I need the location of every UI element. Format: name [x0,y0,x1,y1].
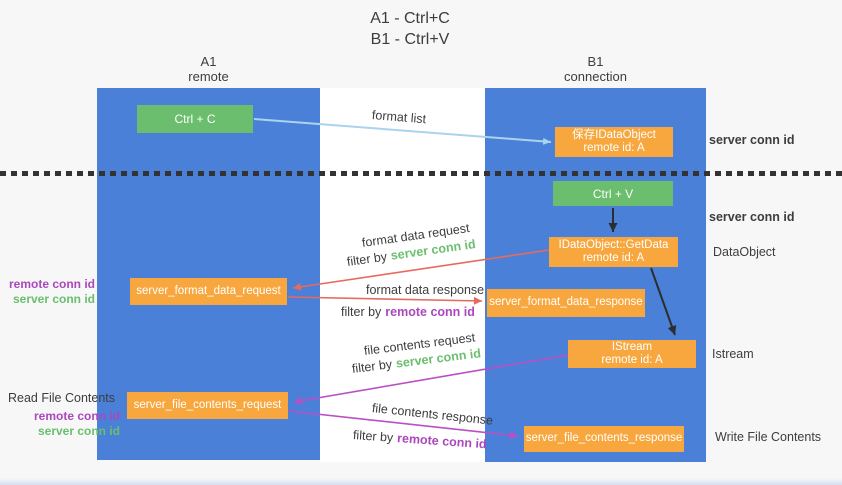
lane-a1-role: remote [188,69,229,84]
label-read-file-contents: Read File Contents [8,391,116,405]
node-server-file-contents-response: server_file_contents_response [524,426,684,452]
label-server-conn-id-right-top: server conn id [709,133,795,147]
node-ctrl-v-label: Ctrl + V [592,186,634,201]
filter-by-text: filter by [352,428,394,445]
label-write-file-contents: Write File Contents [715,430,822,444]
page-title-line1: A1 - Ctrl+C [370,10,450,27]
node-istream-line2: remote id: A [601,354,663,366]
node-file-response-label: server_file_contents_response [525,432,683,445]
session-divider-dotted-line [0,171,842,176]
label-istream: Istream [712,347,754,361]
left-conn-id-group-top: remote conn id server conn id [0,277,95,307]
node-ctrl-v: Ctrl + V [553,181,673,206]
node-istream-line1: IStream [611,340,653,353]
label-server-conn-id-left-top: server conn id [12,292,95,306]
node-getdata-line2: remote id: A [582,252,645,264]
lane-b1-name: B1 [587,54,604,69]
node-format-response-label: server_format_data_response [489,296,643,309]
label-server-conn-id-right-mid: server conn id [709,210,795,224]
label-format-data-response: format data response [366,283,485,297]
lane-header-b1: B1 connection [485,54,706,84]
lane-b1-role: connection [564,69,627,84]
node-save-idataobject: 保存IDataObject remote id: A [555,127,673,157]
page-title-line2: B1 - Ctrl+V [370,31,450,48]
left-conn-id-group-bottom: remote conn id server conn id [20,409,120,439]
node-save-idataobject-line2: remote id: A [583,142,645,154]
label-remote-conn-id-left-bottom: remote conn id [33,409,120,423]
node-file-request-label: server_file_contents_request [133,398,282,411]
label-remote-conn-id-left-top: remote conn id [8,277,95,291]
bottom-tint [0,478,842,485]
node-server-file-contents-request: server_file_contents_request [127,392,288,419]
node-format-request-label: server_format_data_request [136,284,281,297]
node-server-format-data-response: server_format_data_response [487,289,645,317]
node-istream: IStream remote id: A [568,340,696,368]
filter-by-text: filter by [341,305,382,319]
remote-conn-id-text: remote conn id [385,305,475,319]
node-ctrl-c-label: Ctrl + C [174,112,216,126]
page-title: A1 - Ctrl+C B1 - Ctrl+V [290,8,530,50]
label-dataobject: DataObject [713,245,776,259]
node-save-idataobject-line1: 保存IDataObject [572,128,656,141]
lane-a1-name: A1 [200,54,217,69]
label-server-conn-id-left-bottom: server conn id [37,424,120,438]
lane-header-a1: A1 remote [97,54,320,84]
node-ctrl-c: Ctrl + C [137,105,253,133]
node-server-format-data-request: server_format_data_request [130,278,287,305]
node-idataobject-getdata: IDataObject::GetData remote id: A [549,237,678,267]
node-getdata-line1: IDataObject::GetData [558,238,669,251]
